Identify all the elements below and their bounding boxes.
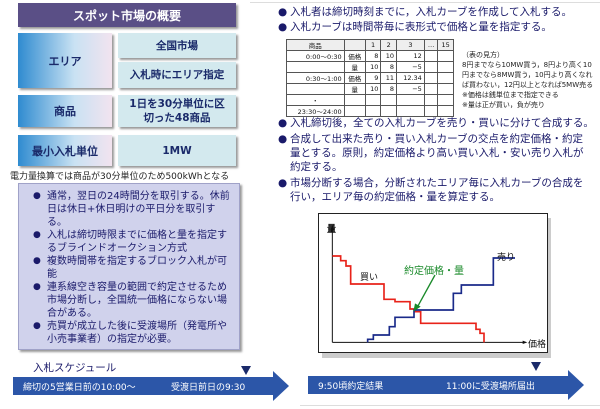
buy-label: 買い [360, 273, 379, 283]
text: 12 [396, 50, 425, 62]
text: 8円までなら10MW買う，8円より高く10円までなら8MW買う，10円より高くな… [462, 61, 594, 89]
text: 11 [380, 72, 398, 84]
table-note: （表の見方） 8円までなら10MW買う，8円より高く10円までなら8MW買う，10… [462, 50, 598, 110]
schedule-result: 9:50頃約定結果 [318, 382, 384, 392]
table-row: 23:30〜24:00 [286, 105, 454, 117]
text: 入札締切後，全ての入札カーブを売り・買いに分けて合成する。 [290, 117, 594, 129]
bullet: 売買が成立した後に受渡場所（発電所や小売事業者）の指定が必要。 [33, 320, 233, 346]
bullet: 通常，翌日の24時間分を取引する。休前日は休日+休日明けの平日分を取引する。 [33, 190, 233, 229]
overview-bullets: 通常，翌日の24時間分を取引する。休前日は休日+休日明けの平日分を取引する。 入… [18, 183, 240, 350]
text: 10 [364, 83, 382, 95]
overview-title: スポット市場の概要 [18, 3, 236, 27]
text: 1 [364, 39, 382, 51]
value-area-1: 全国市場 [118, 33, 236, 58]
text: 価格 [343, 72, 366, 84]
text: 8 [380, 83, 398, 95]
bullet-text: 入札カーブは時間帯毎に表形式で価格と量を指定する。 [290, 21, 552, 33]
text: 合成して出来た売り・買い入札カーブの交点を約定価格・約定量とする。原則，約定価格… [290, 133, 584, 173]
bullet-text: 入札者は締切時刻までに，入札カーブを作成して入札する。 [290, 6, 573, 18]
schedule-deadline: 受渡日前日の9:30 [171, 383, 246, 393]
buy-curve [332, 255, 485, 343]
bullet: 入札は締切時限までに価格と量を指定するブラインドオークション方式 [33, 229, 233, 255]
text: 2 [380, 39, 398, 51]
text: 8 [364, 50, 382, 62]
value-product: 1日を30分単位に区切った48商品 [118, 95, 236, 127]
right-bullet: ●市場分断する場合，分断されたエリア毎に入札カーブの合成を行い，エリア毎の約定価… [278, 177, 584, 203]
text: 価格 [343, 50, 366, 62]
supply-demand-curves [330, 225, 528, 344]
text: ※量は正が買い，負が売り [462, 101, 545, 109]
value-area-2: 入札時にエリア指定 [118, 62, 236, 88]
x-axis-arrow-icon [522, 340, 528, 344]
value-min-unit: 1MW [118, 135, 236, 166]
deadline-marker-icon [241, 366, 251, 375]
text: 15 [437, 39, 454, 51]
text: 量 [343, 61, 366, 73]
text: −5 [396, 61, 425, 73]
intersection-arrow [416, 274, 436, 309]
schedule-delivery: 11:00に受渡場所届出 [446, 382, 535, 392]
text: 市場分断する場合，分断されたエリア毎に入札カーブの合成を行い，エリア毎の約定価格… [290, 177, 584, 203]
schedule-start: 締切の5営業日前の10:00〜 [23, 383, 136, 393]
schedule-arrow-left: 締切の5営業日前の10:00〜 受渡日前日の9:30 [13, 371, 289, 401]
x-axis-label: 価格 [528, 340, 547, 350]
schedule-arrow-right: 9:50頃約定結果 11:00に受渡場所届出 [308, 370, 584, 400]
intersection-arrowhead-icon [413, 303, 421, 312]
text: 0:00〜0:30 [286, 50, 345, 62]
schedule-label: 入札スケジュール [33, 362, 117, 374]
text: −5 [396, 83, 425, 95]
y-axis-arrow-icon [330, 225, 334, 230]
text: ※価格は銭単位まで指定できる [462, 91, 559, 99]
right-bullet: ●合成して出来た売り・買い入札カーブの交点を約定価格・約定量とする。原則，約定価… [278, 133, 584, 173]
text: 9 [364, 72, 382, 84]
sell-curve [366, 257, 515, 343]
table-row: ・ [286, 94, 454, 106]
text: 量 [343, 83, 366, 95]
bullet: 複数時間帯を指定するブロック入札が可能 [33, 255, 233, 281]
result-marker-icon [531, 362, 541, 371]
text: 8 [380, 61, 398, 73]
sell-label: 売り [497, 253, 516, 263]
text: 3 [396, 39, 425, 51]
label-product: 商品 [18, 95, 112, 127]
label-area: エリア [18, 33, 112, 88]
text: … [423, 39, 439, 51]
bullet: 連系線空き容量の範囲で約定させるため市場分断し，全国統一価格にならない場合がある… [33, 281, 233, 320]
text: 12.34 [396, 72, 425, 84]
text [343, 39, 366, 51]
intersection-label: 約定価格・量 [404, 266, 464, 277]
text: 10 [380, 50, 398, 62]
right-bullet: ●入札締切後，全ての入札カーブを売り・買いに分けて合成する。 [278, 117, 594, 129]
text: 0:30〜1:00 [286, 72, 345, 84]
text: （表の見方） [462, 51, 504, 59]
label-min-unit: 最小入札単位 [18, 135, 112, 166]
right-bullet: ●入札者は締切時刻までに，入札カーブを作成して入札する。 [278, 6, 573, 18]
text: 10 [364, 61, 382, 73]
table-header: 商品 [286, 39, 345, 51]
supply-demand-chart [318, 213, 548, 353]
y-axis-label: 量 [327, 225, 337, 235]
overview-footnote: 電力量換算では商品が30分単位のため500kWhとなる [10, 172, 230, 182]
text: ・ [286, 94, 345, 106]
right-bullet: ●入札カーブは時間帯毎に表形式で価格と量を指定する。 [278, 21, 552, 33]
